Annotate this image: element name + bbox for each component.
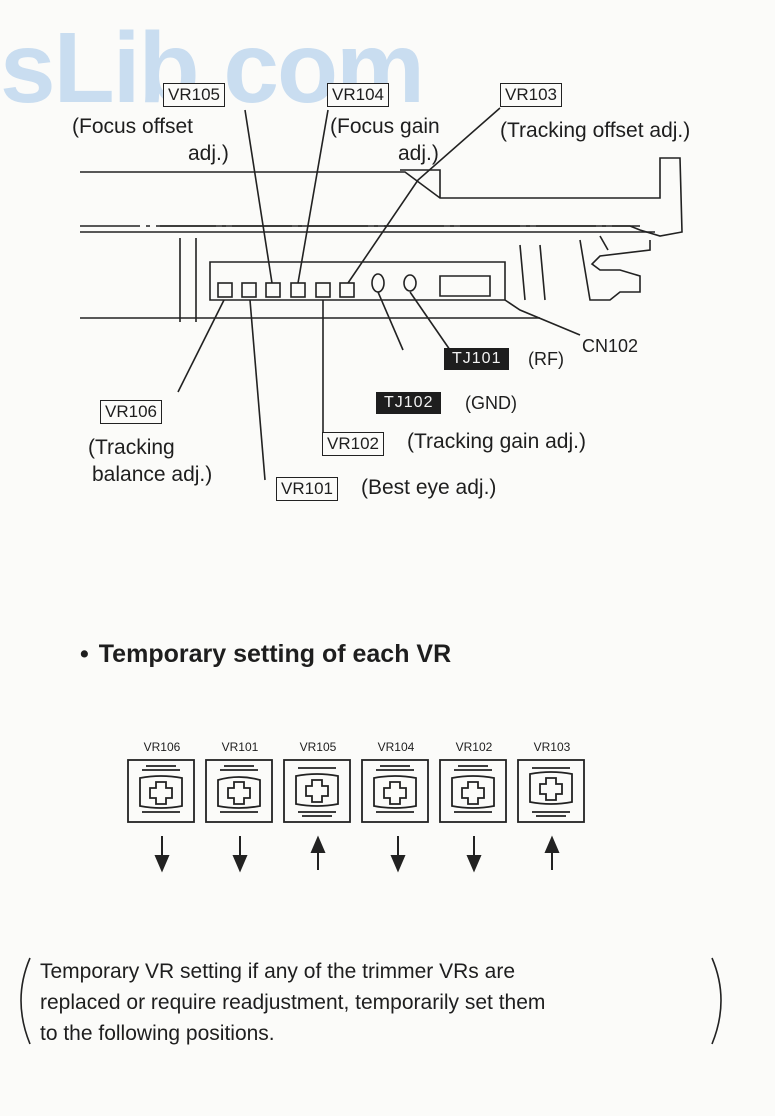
vr106-tag: VR106 <box>100 400 162 424</box>
trimmer-name: VR103 <box>533 740 571 754</box>
vr102-desc: (Tracking gain adj.) <box>407 430 586 453</box>
connector-cn102 <box>439 275 491 297</box>
arrow-up-icon <box>544 835 560 870</box>
vr104-desc: (Focus gain <box>330 115 440 138</box>
note-line: to the following positions. <box>40 1022 275 1045</box>
note-line: Temporary VR setting if any of the trimm… <box>40 960 515 983</box>
arrow-down-icon <box>466 836 482 873</box>
trimmer-icon <box>439 759 507 823</box>
arrow-down-icon <box>232 836 248 873</box>
tj102-tag: TJ102 <box>376 392 442 414</box>
vr101-desc: (Best eye adj.) <box>361 476 497 499</box>
vr106-desc: (Tracking <box>88 436 175 459</box>
note-line: replaced or require readjustment, tempor… <box>40 991 546 1014</box>
vr105-desc: (Focus offset <box>72 115 193 138</box>
trimmer-icon <box>361 759 429 823</box>
trimmer-name: VR101 <box>221 740 259 754</box>
test-point-tj101-body <box>403 274 417 292</box>
trimmer-name: VR102 <box>455 740 493 754</box>
vr104-tag: VR104 <box>327 83 389 107</box>
trimmer-icon <box>127 759 195 823</box>
trimmer-name: VR104 <box>377 740 415 754</box>
vr105-desc2: adj.) <box>188 142 229 165</box>
arrow-down-icon <box>390 836 406 873</box>
right-paren <box>711 957 722 1045</box>
vr104-desc2: adj.) <box>398 142 439 165</box>
trimmer-name: VR106 <box>143 740 181 754</box>
tj101-tag: TJ101 <box>444 348 510 370</box>
instruction-note: Temporary VR setting if any of the trimm… <box>40 956 710 1049</box>
vr105-tag: VR105 <box>163 83 225 107</box>
vr103-tag: VR103 <box>500 83 562 107</box>
trimmer-name: VR105 <box>299 740 337 754</box>
bullet-icon: • <box>80 640 89 668</box>
trimmer-icon <box>283 759 351 823</box>
heading-text: Temporary setting of each VR <box>98 640 452 668</box>
cn102-label: CN102 <box>582 336 639 356</box>
vr103-desc: (Tracking offset adj.) <box>500 119 691 142</box>
arrow-down-icon <box>154 836 170 873</box>
section-heading: • Temporary setting of each VR <box>80 640 451 669</box>
arrow-up-icon <box>310 835 326 870</box>
tj101-desc: (RF) <box>528 349 564 369</box>
left-paren <box>20 957 31 1045</box>
trimmer-icon <box>517 759 585 823</box>
tj102-desc: (GND) <box>465 393 517 413</box>
trimmer-icon <box>205 759 273 823</box>
chassis-top <box>80 157 683 237</box>
vr102-tag: VR102 <box>322 432 384 456</box>
vr106-desc2: balance adj.) <box>92 463 213 486</box>
vr101-tag: VR101 <box>276 477 338 501</box>
